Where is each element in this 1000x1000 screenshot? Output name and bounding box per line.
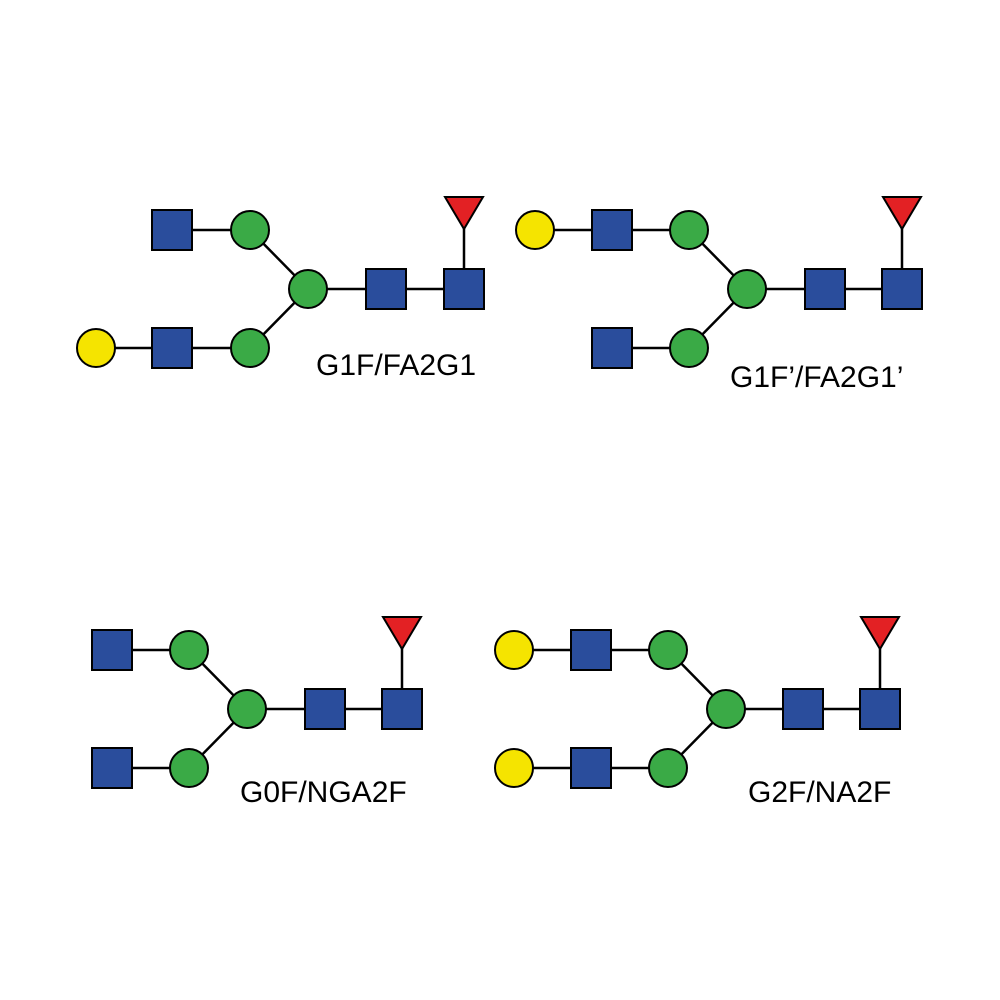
glycan-structure-2 bbox=[515, 196, 923, 369]
glcnac-square-icon bbox=[570, 629, 612, 671]
glycan-label-g1f: G1F/FA2G1 bbox=[316, 349, 476, 382]
glcnac-square-icon bbox=[304, 688, 346, 730]
glcnac-square-icon bbox=[365, 268, 407, 310]
glcnac-square-icon bbox=[381, 688, 423, 730]
glycan-label-g1f-prime: G1F’/FA2G1’ bbox=[730, 361, 903, 394]
glcnac-square-icon bbox=[151, 209, 193, 251]
mannose-circle-icon bbox=[169, 630, 209, 670]
mannose-circle-icon bbox=[230, 328, 270, 368]
glcnac-square-icon bbox=[151, 327, 193, 369]
mannose-circle-icon bbox=[230, 210, 270, 250]
glycan-label-g0f: G0F/NGA2F bbox=[240, 776, 407, 809]
mannose-circle-icon bbox=[169, 748, 209, 788]
mannose-circle-icon bbox=[706, 689, 746, 729]
mannose-circle-icon bbox=[669, 328, 709, 368]
mannose-circle-icon bbox=[669, 210, 709, 250]
galactose-circle-icon bbox=[494, 630, 534, 670]
mannose-circle-icon bbox=[227, 689, 267, 729]
glycan-label-g2f: G2F/NA2F bbox=[748, 776, 891, 809]
mannose-circle-icon bbox=[288, 269, 328, 309]
mannose-circle-icon bbox=[648, 748, 688, 788]
glcnac-square-icon bbox=[804, 268, 846, 310]
glcnac-square-icon bbox=[591, 327, 633, 369]
fucose-triangle-icon bbox=[443, 196, 485, 231]
mannose-circle-icon bbox=[648, 630, 688, 670]
glycan-structures bbox=[76, 196, 923, 789]
fucose-triangle-icon bbox=[881, 196, 923, 231]
fucose-triangle-icon bbox=[859, 616, 901, 651]
fucose-triangle-icon bbox=[381, 616, 423, 651]
glcnac-square-icon bbox=[570, 747, 612, 789]
mannose-circle-icon bbox=[727, 269, 767, 309]
glcnac-square-icon bbox=[859, 688, 901, 730]
glycan-structure-4 bbox=[494, 616, 901, 789]
glcnac-square-icon bbox=[591, 209, 633, 251]
glcnac-square-icon bbox=[443, 268, 485, 310]
glcnac-square-icon bbox=[91, 747, 133, 789]
glcnac-square-icon bbox=[881, 268, 923, 310]
galactose-circle-icon bbox=[494, 748, 534, 788]
galactose-circle-icon bbox=[76, 328, 116, 368]
glcnac-square-icon bbox=[782, 688, 824, 730]
galactose-circle-icon bbox=[515, 210, 555, 250]
glcnac-square-icon bbox=[91, 629, 133, 671]
glycan-structure-1 bbox=[76, 196, 485, 369]
glycan-structure-3 bbox=[91, 616, 423, 789]
